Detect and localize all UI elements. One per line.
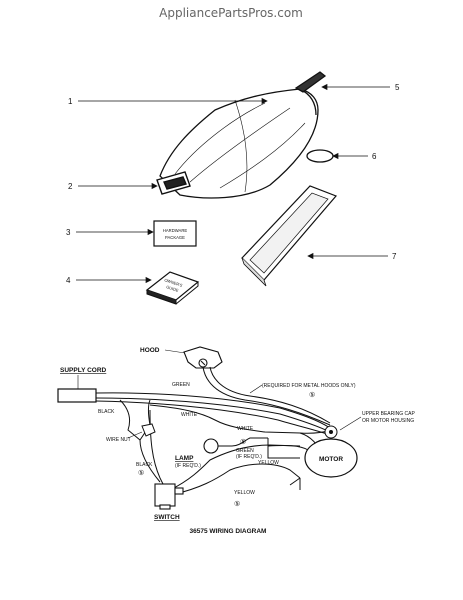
motor: MOTOR: [304, 425, 358, 478]
bag-collar: [156, 171, 191, 195]
required-note: (REQUIRED FOR METAL HOODS ONLY): [262, 383, 356, 389]
supply-cord-plug: [57, 388, 97, 403]
green-req-label-1: GREEN: [236, 448, 254, 454]
bag-handle: [294, 71, 327, 93]
switch-label: SWITCH: [154, 514, 180, 521]
yellow-mid-label: YELLOW: [258, 460, 279, 466]
callout-4: 4: [66, 276, 71, 285]
callout-2: 2: [68, 182, 73, 191]
hood-shape: [183, 346, 223, 369]
hood-label: HOOD: [140, 347, 160, 354]
black-top-label: BLACK: [98, 409, 115, 415]
wiring-diagram-title: 36575 WIRING DIAGRAM: [190, 528, 267, 535]
lamp-label: LAMP: [175, 455, 194, 462]
green-req-label-2: (IF REQ'D.): [236, 454, 262, 460]
upper-bearing-label-2: OR MOTOR HOUSING: [362, 418, 414, 424]
supply-cord-label: SUPPLY CORD: [60, 367, 107, 374]
guide-label-2: GUIDE: [166, 284, 180, 293]
lamp-req-label: (IF REQ'D.): [175, 463, 201, 469]
white-top-label: WHITE: [181, 412, 198, 418]
callout-1: 1: [68, 97, 73, 106]
note-num-left: ⑤: [138, 469, 144, 477]
motor-label: MOTOR: [319, 456, 343, 463]
required-leader: [249, 384, 263, 394]
callout-7: 7: [392, 252, 397, 261]
wire-harness: [95, 366, 333, 495]
note-num-low: ⑤: [234, 500, 240, 508]
filter-pad: [241, 185, 338, 287]
owners-guide: OWNER'S GUIDE: [145, 271, 200, 305]
white-mid-label: WHITE: [237, 426, 254, 432]
lamp-bulb: [203, 438, 219, 454]
wire-nut: [141, 423, 156, 437]
green-hood-label: GREEN: [172, 382, 190, 388]
hardware-label-2: PACKAGE: [165, 235, 185, 240]
hood-leader: [164, 349, 186, 354]
wire-nut-label: WIRE NUT: [106, 437, 131, 443]
watermark: AppliancePartsPros.com: [159, 6, 303, 20]
upper-bearing-leader: [339, 416, 362, 431]
callout-6: 6: [372, 152, 377, 161]
switch-box: [154, 483, 184, 510]
note-num-top: ⑤: [309, 391, 315, 399]
guide-label-1: OWNER'S: [164, 277, 184, 288]
hardware-label-1: HARDWARE: [163, 228, 187, 233]
belt-ring: [306, 149, 334, 163]
upper-bearing-label-1: UPPER BEARING CAP: [362, 411, 415, 417]
black-left-label: BLACK: [136, 462, 153, 468]
note-num-mid: ⑤: [240, 438, 246, 446]
callout-leaders: [76, 83, 390, 284]
hardware-package: HARDWARE PACKAGE: [153, 220, 197, 247]
callout-3: 3: [66, 228, 71, 237]
wire-nut-leader: [127, 431, 143, 439]
callout-5: 5: [395, 83, 400, 92]
yellow-low-label: YELLOW: [234, 490, 255, 496]
